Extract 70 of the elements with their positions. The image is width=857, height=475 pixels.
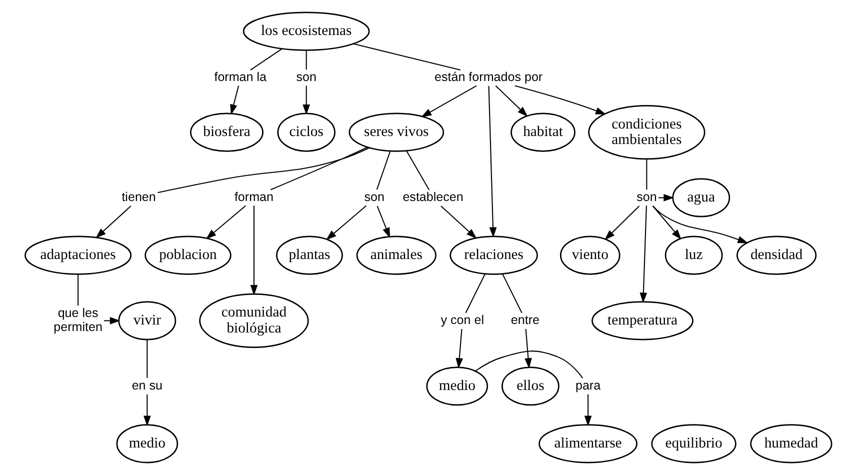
arrow	[652, 206, 682, 240]
node-text: tienen	[122, 190, 156, 204]
arrow	[250, 206, 258, 296]
arrow	[495, 85, 528, 117]
node-text: están formados por	[434, 70, 543, 84]
node-text: son	[636, 190, 657, 204]
node-text: para	[575, 378, 601, 392]
node-ellipse: ciclos	[277, 112, 336, 152]
node-text: en su	[132, 378, 163, 392]
arrow	[326, 205, 367, 240]
node-ellipse: adaptaciones	[24, 236, 132, 275]
connector	[502, 274, 522, 314]
node-ellipse: temperatura	[592, 301, 694, 340]
node-ellipse: medio	[426, 366, 488, 406]
connector	[465, 274, 486, 314]
arrow	[144, 394, 151, 426]
arrow	[524, 328, 532, 369]
arrow	[456, 328, 464, 369]
connector	[353, 43, 461, 70]
arrow	[96, 206, 132, 238]
connector	[406, 150, 430, 190]
connector	[270, 146, 368, 190]
arrow	[206, 205, 246, 240]
node-ellipse: agua	[672, 178, 730, 218]
node-text: que les permiten	[54, 306, 102, 334]
node-ellipse: humedad	[750, 424, 832, 464]
node-ellipse: equilibrio	[651, 424, 736, 464]
arrow	[440, 206, 477, 239]
node-ellipse: los ecosistemas	[242, 12, 370, 51]
arrow	[652, 205, 748, 244]
node-ellipse: luz	[664, 236, 723, 275]
arrow	[302, 86, 310, 115]
node-text: son	[296, 70, 316, 84]
node-ellipse: poblacion	[144, 236, 232, 275]
node-ellipse: animales	[356, 236, 436, 275]
connector	[146, 340, 148, 378]
arrow	[640, 206, 648, 304]
node-ellipse: alimentarse	[538, 424, 638, 464]
node-ellipse: biosfera	[190, 112, 264, 152]
node-ellipse: comunidad biológica	[199, 293, 309, 348]
arrow	[488, 86, 497, 238]
node-text: entre	[510, 312, 540, 327]
node-ellipse: habitat	[510, 112, 576, 152]
connector	[306, 50, 307, 70]
node-ellipse: ellos	[502, 366, 560, 406]
node-text: forman la	[214, 70, 267, 84]
arrow	[604, 206, 640, 240]
node-ellipse: vivir	[118, 301, 176, 340]
node-text: y con el	[440, 312, 484, 327]
connector	[78, 274, 79, 306]
node-text: establecen	[402, 190, 464, 204]
arrow	[421, 85, 477, 118]
arrow	[230, 86, 240, 115]
connector	[475, 350, 584, 378]
node-ellipse: relaciones	[450, 236, 538, 275]
node-ellipse: plantas	[276, 236, 343, 275]
arrow	[104, 317, 120, 324]
connector	[158, 147, 370, 194]
connector	[646, 159, 648, 190]
connector	[250, 48, 282, 70]
arrow	[584, 394, 592, 426]
arrow	[658, 194, 674, 202]
node-text: son	[364, 190, 385, 204]
node-text: forman	[234, 190, 274, 204]
node-ellipse: medio	[116, 424, 178, 464]
node-ellipse: seres vivos	[348, 112, 444, 152]
node-ellipse: viento	[560, 236, 620, 275]
arrow	[376, 206, 390, 238]
arrow	[514, 85, 606, 115]
connector	[376, 151, 391, 190]
